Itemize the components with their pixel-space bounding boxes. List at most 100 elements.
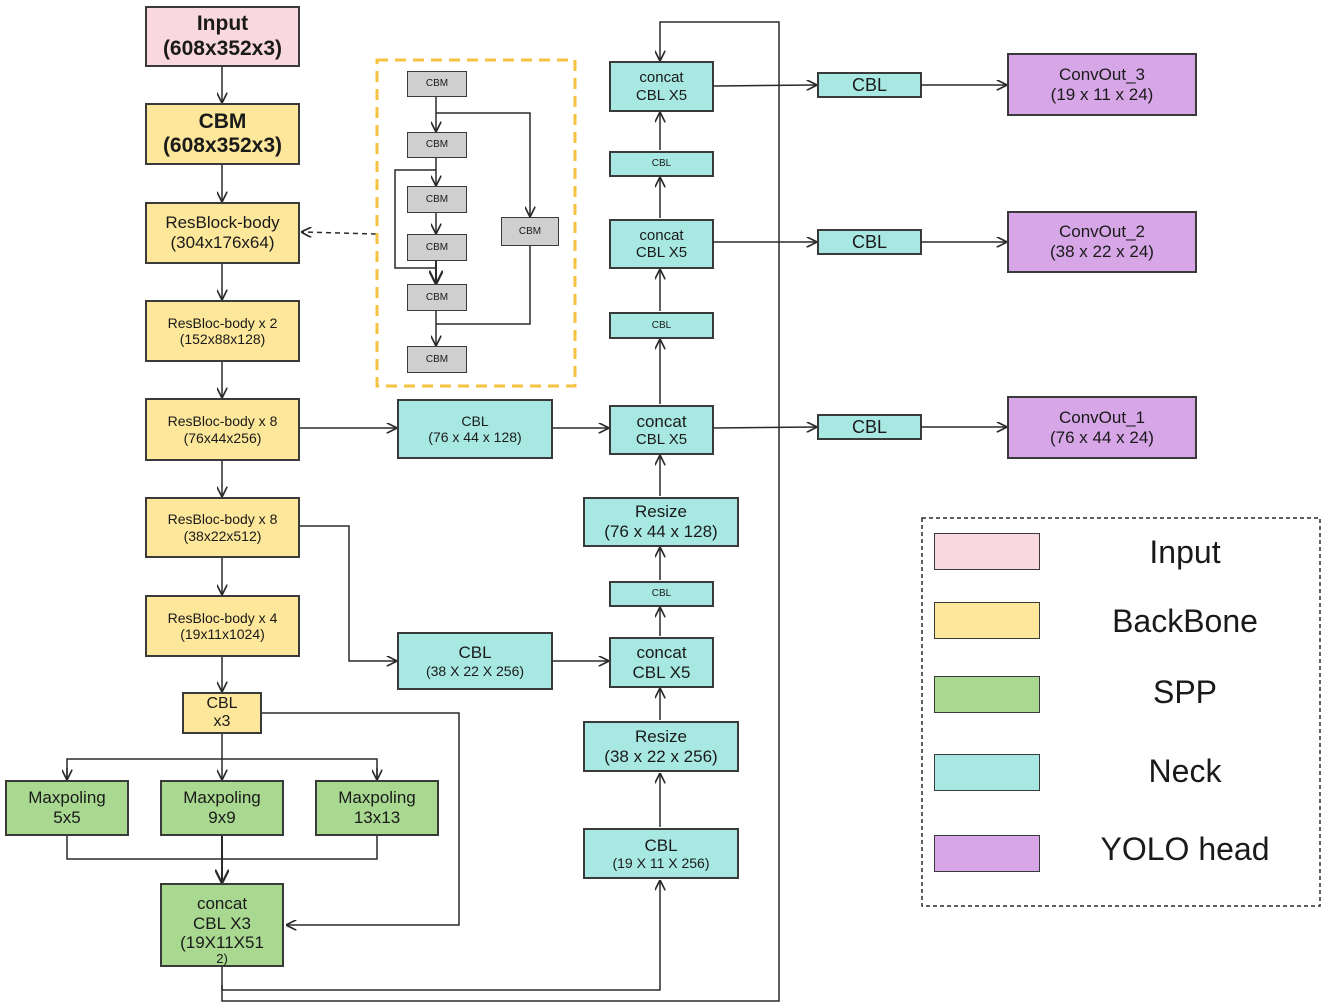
concat-mid2-node: concat CBL X5 <box>609 219 714 269</box>
cbl-x3-title: CBL <box>206 694 238 712</box>
detail-cbm-3: CBM <box>407 186 467 213</box>
concat-mid2-op: CBL X5 <box>635 244 688 261</box>
resbloc-x2-shape: (152x88x128) <box>179 331 266 347</box>
cbl-out-3-title: CBL <box>851 74 887 95</box>
detail-cbm-2: CBM <box>407 132 467 158</box>
legend-label-backbone: BackBone <box>1112 603 1258 639</box>
convout-2-shape: (38 x 22 x 24) <box>1050 242 1154 261</box>
convout-2-node: ConvOut_2 (38 x 22 x 24) <box>1007 211 1197 273</box>
resize-38-shape: (38 x 22 x 256) <box>604 746 718 766</box>
maxpool-13-size: 13x13 <box>353 808 401 827</box>
cbl-19-node: CBL (19 X 11 X 256) <box>583 828 739 879</box>
maxpool-5-size: 5x5 <box>53 808 81 827</box>
convout-2-title: ConvOut_2 <box>1059 222 1145 242</box>
resbloc-x2-node: ResBloc-body x 2 (152x88x128) <box>145 300 300 362</box>
concat-top-op: CBL X5 <box>635 86 688 104</box>
legend-label-spp: SPP <box>1152 674 1218 710</box>
legend-frame <box>921 517 1321 907</box>
cbl-76-shape: (76 x 44 x 128) <box>428 429 522 445</box>
concat-top-node: concat CBL X5 <box>609 61 714 112</box>
convout-1-shape: (76 x 44 x 24) <box>1050 427 1154 447</box>
legend-label-neck: Neck <box>1148 753 1222 789</box>
legend-label-input: Input <box>1149 534 1221 570</box>
legend-swatch-neck <box>934 754 1040 791</box>
convout-3-shape: (19 x 11 x 24) <box>1050 84 1154 104</box>
convout-3-node: ConvOut_3 (19 x 11 x 24) <box>1007 53 1197 116</box>
cbl-out-1-title: CBL <box>851 416 887 437</box>
cbl-small-2-node: CBL <box>609 312 714 339</box>
resbloc-x8-a-shape: (76x44x256) <box>183 429 262 446</box>
resblock-body-shape: (304x176x64) <box>170 233 275 252</box>
concat-low-title: concat <box>636 411 687 431</box>
resbloc-x4-node: ResBloc-body x 4 (19x11x1024) <box>145 595 300 657</box>
maxpool-13-title: Maxpoling <box>338 788 416 808</box>
maxpool-9-title: Maxpoling <box>183 788 261 808</box>
resbloc-x8-a-node: ResBloc-body x 8 (76x44x256) <box>145 398 300 461</box>
concat-mid2-title: concat <box>639 226 684 244</box>
cbl-x3-node: CBL x3 <box>182 692 262 734</box>
cbl-small-1-title: CBL <box>651 588 672 600</box>
detail-cbm-1: CBM <box>407 71 467 97</box>
cbm-shape: (608x352x3) <box>162 134 283 157</box>
concat-low-node: concat CBL X5 <box>609 405 714 455</box>
resblock-body-title: ResBlock-body <box>165 213 280 233</box>
convout-1-title: ConvOut_1 <box>1059 407 1145 427</box>
cbl-small-3-title: CBL <box>651 158 672 170</box>
legend-swatch-spp <box>934 676 1040 713</box>
resbloc-x8-b-node: ResBloc-body x 8 (38x22x512) <box>145 497 300 558</box>
cbl-19-title: CBL <box>644 835 678 855</box>
cbm-title: CBM <box>198 109 247 133</box>
cbl-38-node: CBL (38 X 22 X 256) <box>397 632 553 690</box>
resize-38-title: Resize <box>635 726 687 746</box>
input-node: Input (608x352x3) <box>145 6 300 67</box>
cbl-38-title: CBL <box>458 643 492 663</box>
maxpool-5-node: Maxpoling 5x5 <box>5 780 129 836</box>
cbl-19-shape: (19 X 11 X 256) <box>612 855 710 872</box>
cbl-76-node: CBL (76 x 44 x 128) <box>397 399 553 459</box>
concat-mid-title: concat <box>636 642 687 662</box>
cbl-small-3-node: CBL <box>609 151 714 177</box>
legend-swatch-input <box>934 533 1040 570</box>
maxpool-5-title: Maxpoling <box>28 788 106 808</box>
resbloc-x4-title: ResBloc-body x 4 <box>167 609 278 626</box>
input-title: Input <box>196 12 249 36</box>
resblock-body-node: ResBlock-body (304x176x64) <box>145 202 300 264</box>
maxpool-13-node: Maxpoling 13x13 <box>315 780 439 836</box>
maxpool-9-node: Maxpoling 9x9 <box>160 780 284 836</box>
cbl-76-title: CBL <box>461 412 489 429</box>
cbm-node: CBM (608x352x3) <box>145 103 300 165</box>
resize-76-shape: (76 x 44 x 128) <box>604 522 718 541</box>
resize-76-node: Resize (76 x 44 x 128) <box>583 497 739 547</box>
resbloc-x8-b-title: ResBloc-body x 8 <box>167 511 278 528</box>
resbloc-x4-shape: (19x11x1024) <box>180 626 265 642</box>
spp-concat-node: concat CBL X3 (19X11X51 2) <box>160 883 284 967</box>
cbl-out-2-title: CBL <box>851 231 887 252</box>
convout-3-title: ConvOut_3 <box>1059 64 1145 84</box>
concat-low-op: CBL X5 <box>635 431 688 449</box>
concat-top-title: concat <box>639 69 684 87</box>
spp-concat-title: concat <box>196 894 248 913</box>
detail-cbm-side: CBM <box>501 217 559 246</box>
resbloc-x2-title: ResBloc-body x 2 <box>167 314 278 331</box>
spp-concat-op: CBL X3 <box>193 913 251 933</box>
cbl-out-2-node: CBL <box>817 229 922 255</box>
input-shape: (608x352x3) <box>162 36 283 60</box>
cbl-small-2-title: CBL <box>651 319 672 331</box>
resize-76-title: Resize <box>635 502 687 522</box>
detail-cbm-5: CBM <box>407 284 467 311</box>
cbl-small-1-node: CBL <box>609 581 714 607</box>
maxpool-9-size: 9x9 <box>208 808 236 827</box>
detail-cbm-4: CBM <box>407 234 467 261</box>
cbl-38-shape: (38 X 22 X 256) <box>425 662 525 679</box>
resblock-detail-frame <box>375 58 577 388</box>
legend-swatch-backbone <box>934 602 1040 639</box>
detail-cbm-6: CBM <box>407 346 467 373</box>
legend-label-yolo-head: YOLO head <box>1100 831 1270 867</box>
resize-38-node: Resize (38 x 22 x 256) <box>583 721 739 772</box>
cbl-out-3-node: CBL <box>817 72 922 98</box>
concat-mid-op: CBL X5 <box>632 662 691 682</box>
spp-concat-shape: (19X11X51 <box>180 933 264 953</box>
resbloc-x8-a-title: ResBloc-body x 8 <box>167 413 278 430</box>
cbl-x3-count: x3 <box>213 713 231 730</box>
